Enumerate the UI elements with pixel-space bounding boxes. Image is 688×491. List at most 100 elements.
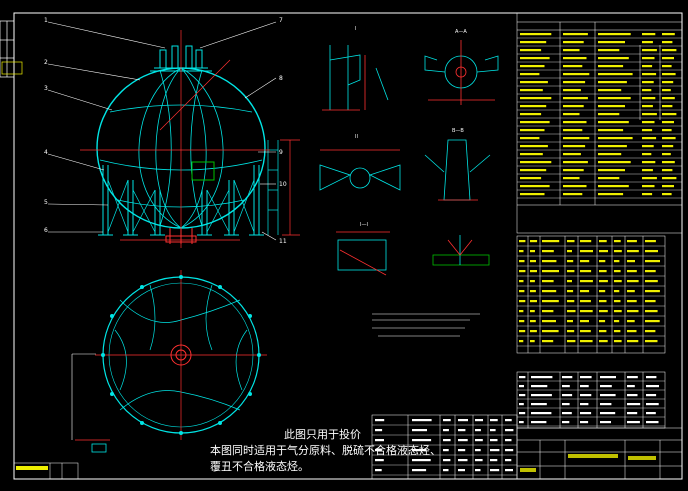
table-cell-mark (642, 113, 657, 116)
table-cell-mark (627, 412, 638, 415)
table-cell-mark (567, 320, 573, 323)
table-cell-mark (614, 290, 620, 293)
table-cell-mark (662, 105, 673, 108)
table-cell-mark (567, 310, 576, 313)
table-cell-mark (490, 469, 500, 472)
table-cell-mark (563, 177, 580, 180)
table-cell-mark (475, 449, 481, 452)
table-cell-mark (662, 73, 676, 76)
table-cell-mark (580, 240, 592, 243)
table-cell-mark (580, 270, 592, 273)
table-cell-mark (520, 105, 547, 108)
table-cell-mark (662, 65, 672, 68)
revision-table-rows (372, 424, 517, 476)
table-cell-mark (520, 185, 550, 188)
table-cell-mark (375, 439, 384, 442)
revision-table (371, 414, 518, 480)
section-label: B—B (452, 128, 464, 134)
table-cell-mark (642, 41, 653, 44)
detail-view-plate (336, 231, 390, 276)
part-number: 6 (44, 227, 48, 234)
support-columns (102, 165, 260, 235)
table-cell-mark (580, 421, 589, 424)
table-cell-mark (505, 459, 512, 462)
table-cell-mark (531, 421, 547, 424)
table-cell-mark (598, 97, 631, 100)
part-number: 3 (44, 85, 48, 92)
table-cell-mark (562, 385, 570, 388)
table-cell-mark (599, 290, 606, 293)
table-cell-mark (614, 300, 621, 303)
table-cell-mark (567, 280, 572, 283)
table-cell-mark (645, 310, 658, 313)
table-cell-mark (614, 340, 622, 343)
table-cell-mark (662, 49, 677, 52)
table-cell-mark (562, 403, 570, 406)
table-cell-mark (599, 330, 607, 333)
table-cell-mark (627, 280, 639, 283)
table-cell-mark (627, 300, 637, 303)
table-cell-mark (520, 121, 550, 124)
table-cell-mark (642, 121, 655, 124)
table-cell-mark (563, 57, 587, 60)
detail-view-B (424, 139, 491, 201)
table-cell-mark (598, 73, 633, 76)
table-cell-mark (614, 330, 621, 333)
table-cell-mark (490, 429, 496, 432)
table-cell-mark (642, 105, 653, 108)
table-cell-mark (412, 469, 427, 472)
table-cell-mark (505, 419, 512, 422)
table-cell-mark (542, 280, 554, 283)
table-cell-mark (662, 33, 675, 36)
table-cell-mark (563, 113, 580, 116)
table-cell-mark (562, 412, 572, 415)
table-cell-mark (627, 421, 640, 424)
table-cell-mark (475, 459, 483, 462)
revision-table-cells (375, 419, 514, 472)
table-cell-mark (642, 193, 653, 196)
table-cell-mark (662, 161, 675, 164)
table-cell-mark (599, 270, 607, 273)
table-cell-mark (475, 469, 481, 472)
table-cell-mark (598, 153, 622, 156)
table-cell-mark (662, 153, 671, 156)
table-cell-mark (563, 97, 588, 100)
table-cell-mark (490, 439, 498, 442)
table-cell-mark (646, 412, 656, 415)
table-cell-mark (475, 429, 481, 432)
table-cell-mark (599, 250, 608, 253)
table-cell-mark (520, 49, 542, 52)
table-cell-mark (646, 385, 659, 388)
table-cell-mark (563, 41, 584, 44)
table-cell-mark (598, 113, 620, 116)
table-cell-mark (600, 421, 611, 424)
table-cell-mark (662, 129, 672, 132)
table-cell-mark (531, 385, 548, 388)
section-label: I—I (360, 222, 368, 228)
table-cell-mark (443, 439, 451, 442)
table-cell-mark (443, 429, 449, 432)
table-cell-mark (600, 394, 616, 397)
table-cell-mark (599, 300, 607, 303)
table-cell-mark (542, 320, 556, 323)
stamp-marks (16, 466, 48, 470)
table-cell-mark (627, 376, 638, 379)
table-cell-mark (580, 385, 589, 388)
table-cell-mark (646, 376, 657, 379)
table-cell-mark (662, 137, 676, 140)
table-cell-mark (563, 129, 583, 132)
table-cell-mark (627, 385, 635, 388)
table-cell-mark (490, 459, 498, 462)
table-cell-mark (646, 421, 659, 424)
table-cell-mark (519, 403, 524, 406)
table-cell-mark (531, 376, 553, 379)
table-cell-mark (530, 280, 535, 283)
table-cell-mark (531, 412, 552, 415)
table-cell-mark (598, 177, 620, 180)
parts-list-table (516, 235, 666, 354)
table-cell-mark (645, 280, 658, 283)
table-cell-mark (519, 394, 526, 397)
table-cell-mark (443, 419, 451, 422)
table-cell-mark (567, 300, 575, 303)
table-cell-mark (627, 290, 635, 293)
